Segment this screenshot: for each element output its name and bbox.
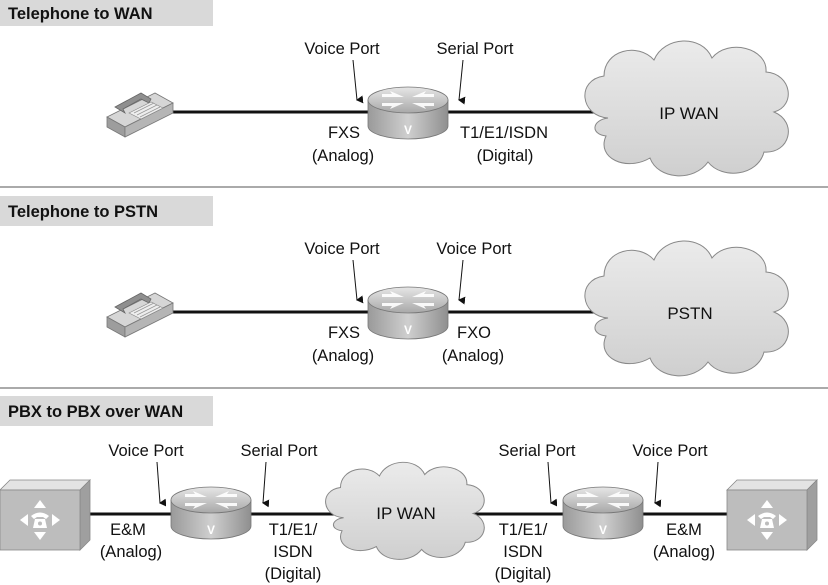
left-signal-type: (Analog) (312, 347, 374, 365)
right-signal-type: (Digital) (477, 147, 534, 165)
router1-right-interface-line2: ISDN (273, 543, 312, 561)
section-header-bg (0, 196, 213, 226)
section-header-bg (0, 0, 213, 26)
pbx-icon (726, 479, 818, 551)
left-port-label: Voice Port (304, 40, 380, 58)
router2-left-interface-line2: ISDN (503, 543, 542, 561)
router-glyph: V (599, 523, 607, 537)
right-interface-type: T1/E1/ISDN (460, 124, 548, 142)
right-port-label: Serial Port (436, 40, 513, 58)
telephone-icon (106, 292, 174, 338)
pbx-icon (0, 479, 91, 551)
router2-right-signal-type: (Analog) (653, 543, 715, 561)
right-port-arrow (458, 59, 466, 105)
cloud-label: PSTN (667, 304, 712, 323)
router2-right-interface-type: E&M (666, 521, 702, 539)
cloud-label: IP WAN (659, 104, 719, 123)
left-port-label: Voice Port (304, 240, 380, 258)
left-interface-type: FXS (328, 124, 360, 142)
router2-left-interface-line1: T1/E1/ (499, 521, 548, 539)
left-port-arrow (352, 259, 364, 304)
router1-right-port-label: Serial Port (240, 442, 317, 460)
cloud-label: IP WAN (376, 504, 436, 523)
section-header-bg (0, 396, 213, 426)
router-glyph: V (404, 323, 412, 337)
router2-left-port-label: Serial Port (498, 442, 575, 460)
left-signal-type: (Analog) (312, 147, 374, 165)
telephone-icon (106, 92, 174, 138)
left-interface-type: FXS (328, 324, 360, 342)
router2-right-arrow (654, 461, 662, 508)
section-title: Telephone to PSTN (8, 203, 158, 221)
section-title: Telephone to WAN (8, 5, 153, 23)
right-signal-type: (Analog) (442, 347, 504, 365)
section-telephone-to-pstn: Telephone to PSTN V PSTN Voice Port Voic… (0, 196, 789, 377)
left-port-arrow (352, 59, 364, 104)
router-glyph: V (404, 123, 412, 137)
router-glyph: V (207, 523, 215, 537)
router2-left-signal-type: (Digital) (495, 565, 552, 583)
router2-right-port-label: Voice Port (632, 442, 708, 460)
section-telephone-to-wan: Telephone to WAN V IP WAN Voice Port Ser… (0, 0, 789, 177)
router1-right-interface-line1: T1/E1/ (269, 521, 318, 539)
router2-left-arrow (547, 461, 558, 507)
section-title: PBX to PBX over WAN (8, 403, 183, 421)
right-port-label: Voice Port (436, 240, 512, 258)
router1-left-interface-type: E&M (110, 521, 146, 539)
section-pbx-to-pbx: PBX to PBX over WAN V V IP WAN Voice Por… (0, 396, 818, 583)
router1-left-port-label: Voice Port (108, 442, 184, 460)
router1-left-signal-type: (Analog) (100, 543, 162, 561)
router1-right-arrow (262, 461, 270, 508)
right-port-arrow (458, 259, 466, 305)
router1-left-arrow (156, 461, 167, 507)
router1-right-signal-type: (Digital) (265, 565, 322, 583)
right-interface-type: FXO (457, 324, 491, 342)
